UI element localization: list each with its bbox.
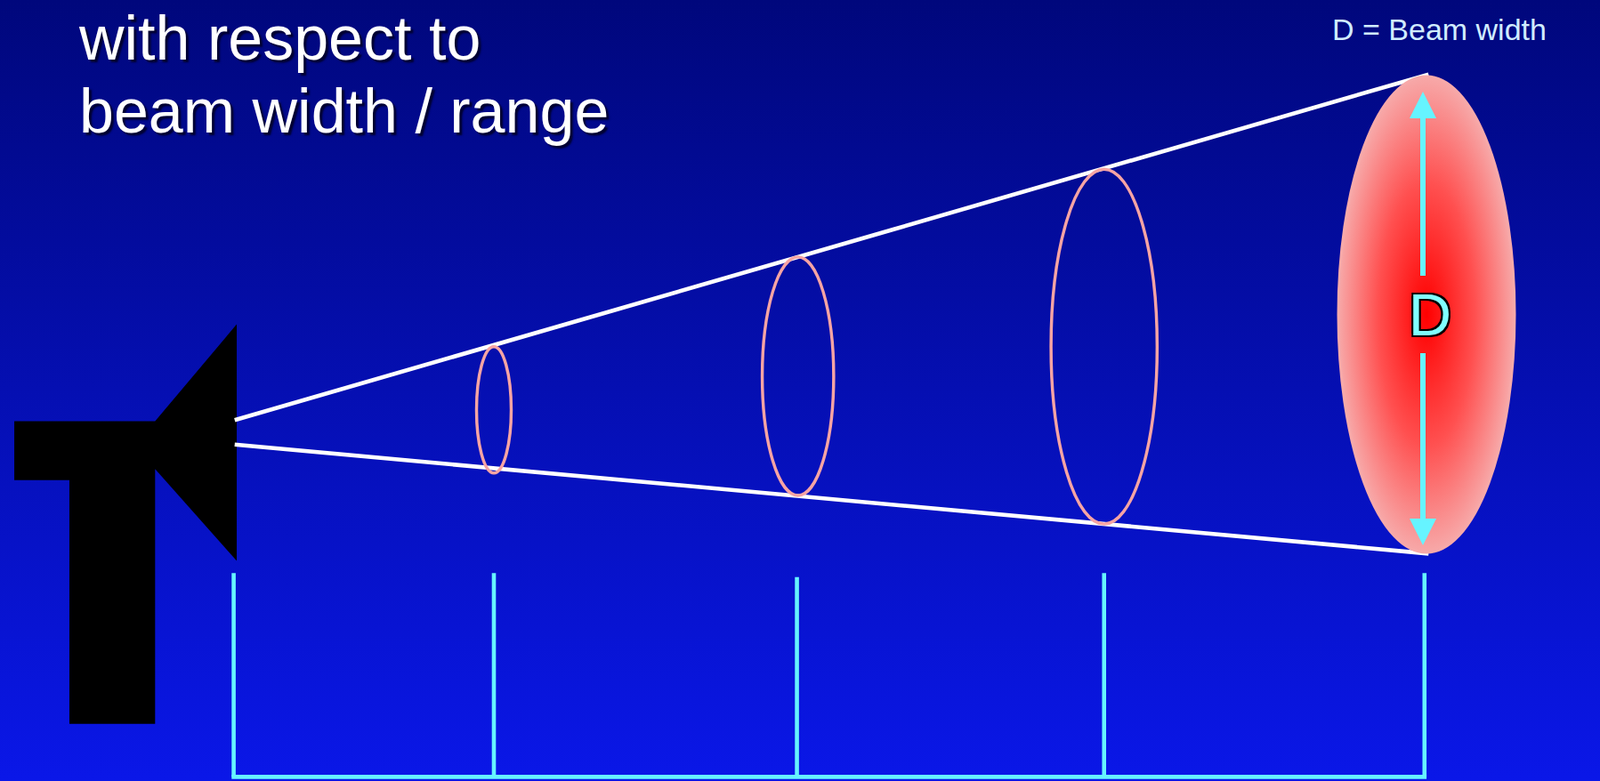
antenna-symbol: [14, 323, 237, 724]
beam-edge: [234, 444, 1430, 555]
dimension-arrow: [1420, 96, 1426, 276]
legend-note: D = Beam width: [1332, 11, 1547, 49]
beam-section: [476, 347, 512, 474]
beam-spot: D: [1336, 74, 1517, 555]
dimension-letter: D: [1401, 284, 1452, 345]
slide-title: with respect to beam width / range: [79, 1, 609, 148]
range-ruler: [231, 573, 1427, 777]
beam-section: [762, 257, 834, 496]
beam-section: [1050, 169, 1157, 525]
dimension-arrow: [1420, 353, 1426, 541]
